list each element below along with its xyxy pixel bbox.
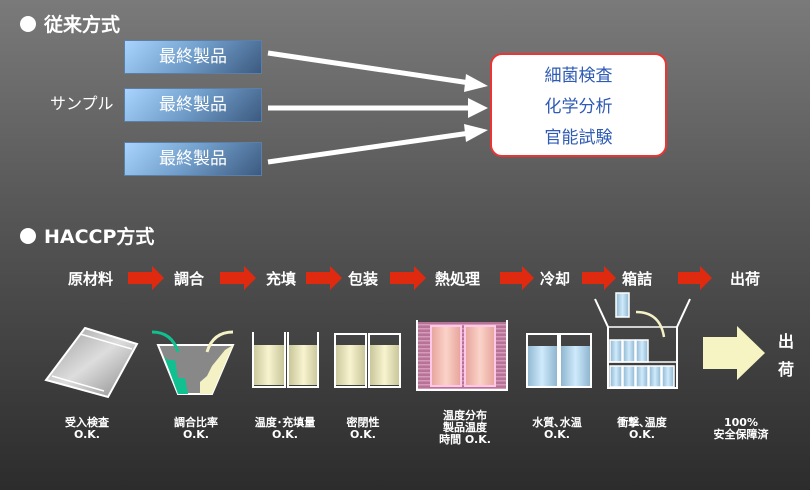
process-arrows: [128, 266, 712, 290]
bullet-icon: [20, 16, 36, 32]
process-step: 熱処理: [435, 270, 481, 288]
mixing-bowl-icon: [151, 330, 235, 395]
ship-label: 出荷: [778, 332, 795, 379]
final-product-box: 最終製品: [124, 142, 262, 176]
sample-arrows: [267, 50, 488, 165]
process-step: 箱詰: [622, 270, 653, 288]
test-item: 官能試験: [544, 128, 613, 148]
conventional-heading: 従来方式: [20, 10, 120, 37]
raw-material-bag-icon: [44, 326, 139, 399]
test-item: 細菌検査: [544, 66, 613, 86]
shipping-arrow-icon: [703, 326, 765, 380]
final-product-box: 最終製品: [124, 40, 262, 74]
process-step: 原材料: [68, 270, 114, 288]
final-product-box: 最終製品: [124, 88, 262, 122]
test-item: 化学分析: [544, 97, 613, 117]
sample-label: サンプル: [50, 94, 114, 113]
process-step: 包装: [348, 270, 379, 288]
packing-box-icon: [594, 292, 691, 389]
filling-cups-icon: [252, 332, 319, 388]
process-step: 調合: [174, 270, 205, 288]
check-caption: 100%安全保障済: [713, 416, 769, 441]
check-caption: 温度分布製品温度時間 O.K.: [439, 409, 491, 446]
heat-treatment-tank-icon: [416, 320, 508, 391]
bullet-icon: [20, 228, 36, 244]
sealed-containers-icon: [334, 333, 401, 388]
process-step: 出荷: [730, 270, 761, 288]
haccp-heading: HACCP方式: [20, 222, 154, 249]
test-results-box: 細菌検査 化学分析 官能試験: [490, 53, 667, 157]
cooling-containers-icon: [526, 333, 592, 388]
process-step: 冷却: [540, 270, 571, 288]
process-step: 充填: [266, 270, 297, 288]
